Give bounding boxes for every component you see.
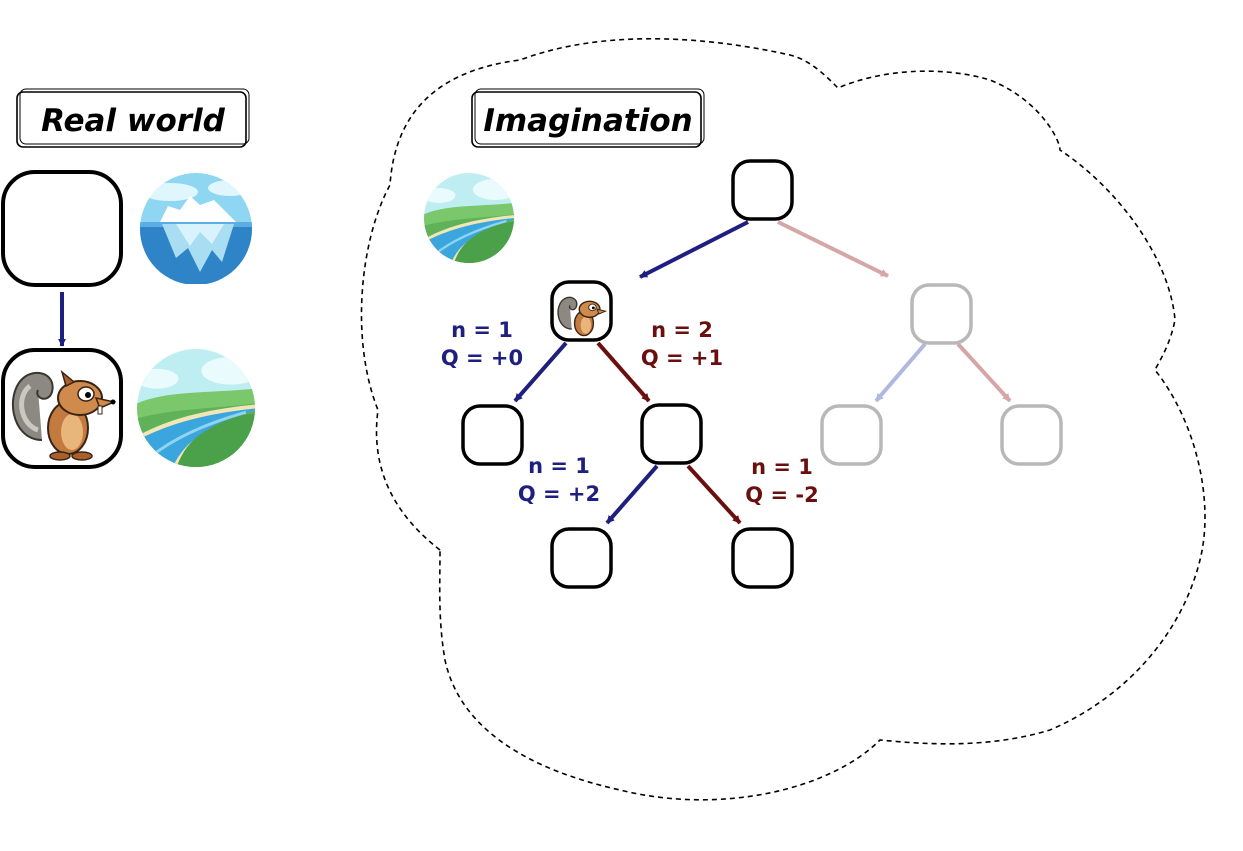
q-value-label: Q = +2 bbox=[518, 482, 600, 506]
edge-mid-to-deep-left bbox=[605, 464, 659, 525]
tree-node-deep-left bbox=[550, 527, 613, 589]
tree-node-faded-right-leaf bbox=[1000, 404, 1063, 466]
edge-stats-deep-right: n = 1 Q = -2 bbox=[745, 455, 818, 507]
squirrel-icon bbox=[557, 296, 608, 337]
tree-node-faded-right bbox=[910, 283, 973, 345]
real-world-empty-node bbox=[1, 170, 123, 287]
imagination-title-box: Imagination bbox=[471, 88, 705, 148]
iceberg-scene-icon bbox=[140, 173, 252, 284]
real-world-panel: Real world bbox=[1, 88, 255, 469]
edge-mid-to-deep-right bbox=[686, 464, 742, 525]
visit-count-label: n = 1 bbox=[451, 318, 513, 342]
visit-count-label: n = 2 bbox=[651, 318, 713, 342]
visit-count-label: n = 1 bbox=[751, 455, 813, 479]
real-world-squirrel-node bbox=[1, 348, 123, 469]
real-world-title-box: Real world bbox=[16, 88, 250, 148]
tree-node-mid bbox=[640, 403, 703, 465]
imagination-panel: Imagination bbox=[360, 38, 1206, 801]
edge-root-to-left bbox=[639, 220, 749, 279]
edge-stats-deep-left: n = 1 Q = +2 bbox=[518, 454, 600, 506]
tree-node-squirrel bbox=[550, 280, 613, 342]
imagination-river-scene-icon bbox=[424, 173, 514, 263]
edge-left-to-leaf bbox=[513, 341, 568, 403]
tree-node-deep-right bbox=[731, 527, 794, 589]
edge-faded-right-to-left bbox=[874, 342, 927, 403]
edge-stats-left-branch-right: n = 2 Q = +1 bbox=[641, 318, 723, 370]
edge-faded-right-to-right bbox=[956, 342, 1012, 403]
real-world-title: Real world bbox=[41, 103, 226, 139]
edge-stats-left-branch-left: n = 1 Q = +0 bbox=[441, 318, 523, 370]
river-valley-scene-icon bbox=[137, 349, 255, 467]
tree-node-faded-left-leaf bbox=[820, 404, 883, 466]
tree-node-left-leaf bbox=[461, 404, 524, 466]
q-value-label: Q = -2 bbox=[745, 483, 818, 507]
visit-count-label: n = 1 bbox=[528, 454, 590, 478]
tree-node-root bbox=[731, 159, 794, 221]
edge-root-to-right-faded bbox=[777, 220, 889, 278]
edge-left-to-mid bbox=[596, 341, 651, 403]
imagination-cloud-outline bbox=[360, 38, 1206, 801]
q-value-label: Q = +1 bbox=[641, 346, 723, 370]
squirrel-icon bbox=[12, 369, 117, 461]
imagination-title: Imagination bbox=[483, 103, 692, 139]
q-value-label: Q = +0 bbox=[441, 346, 523, 370]
